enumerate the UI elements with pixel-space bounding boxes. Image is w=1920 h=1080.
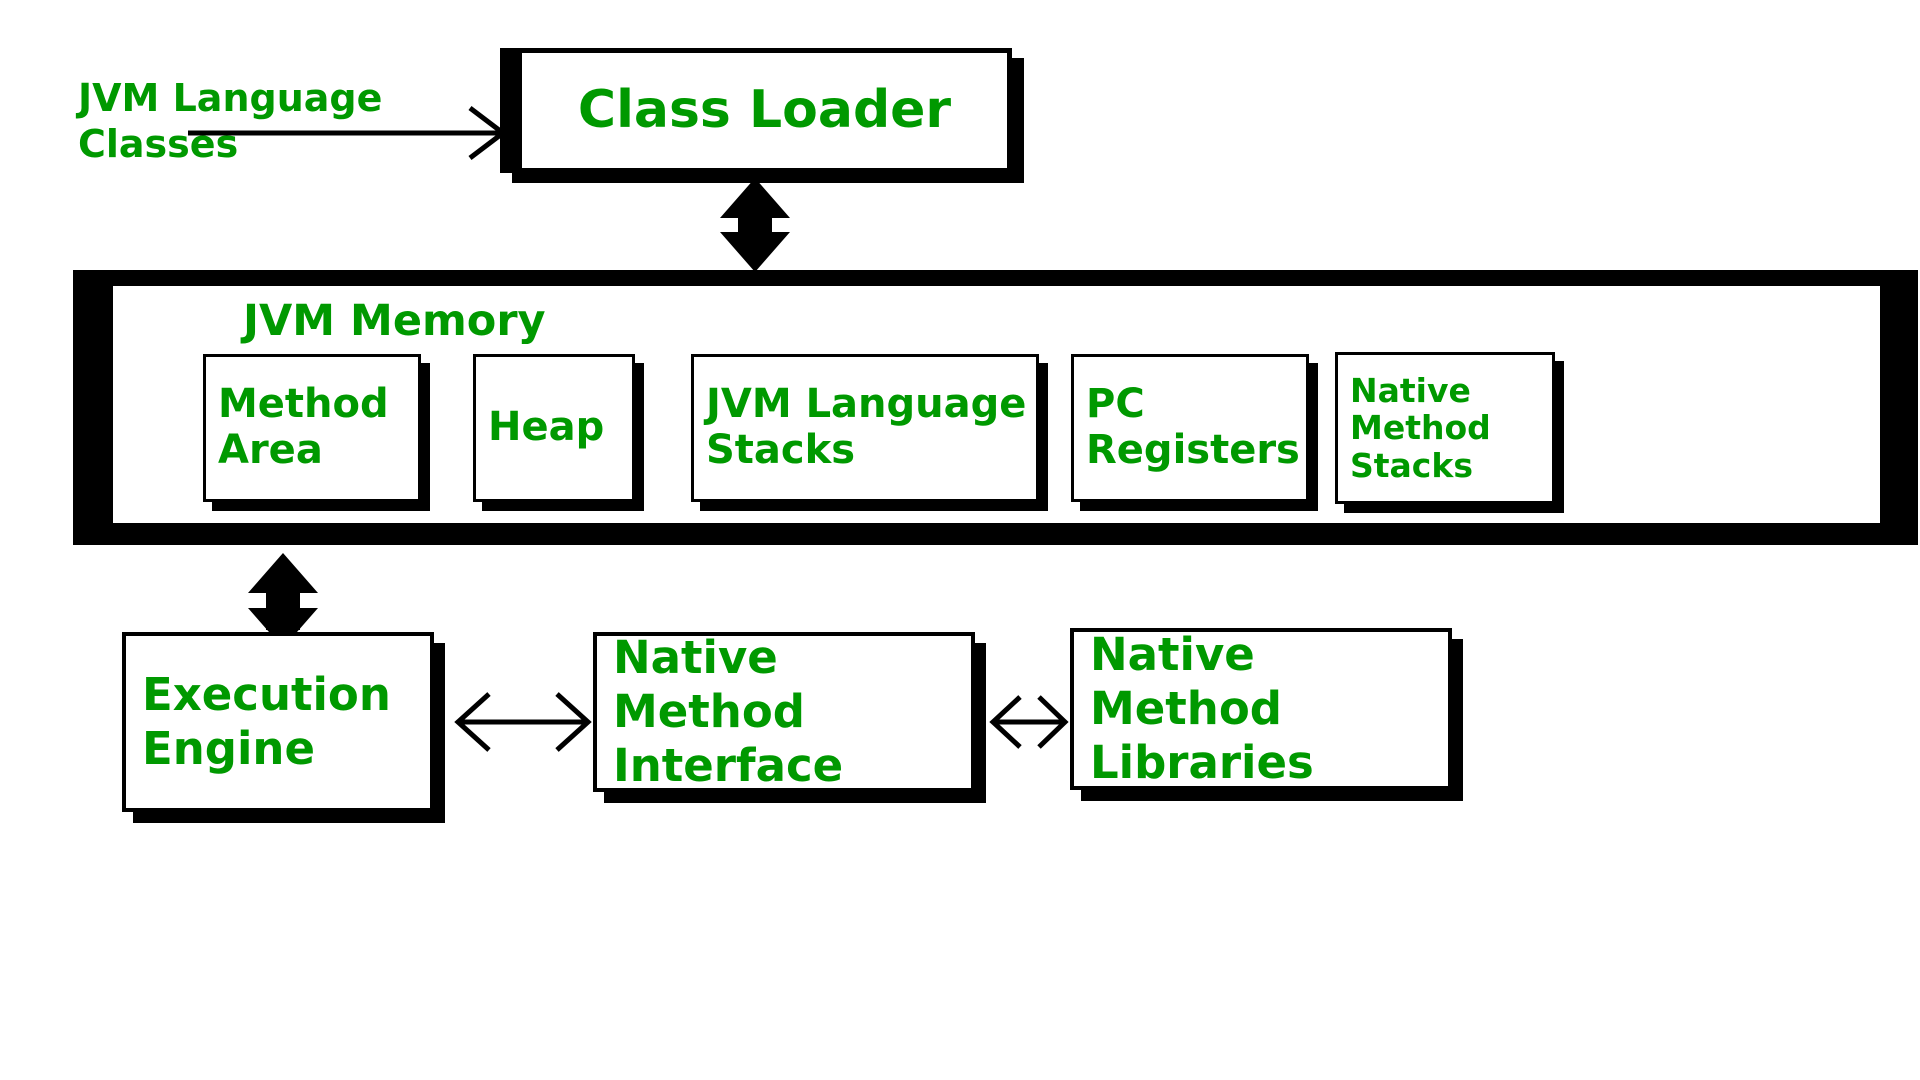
pc-registers-label: PC Registers — [1086, 381, 1300, 473]
jvm-memory-title: JVM Memory — [243, 296, 546, 346]
class-loader-box[interactable]: Class Loader — [500, 48, 1012, 173]
heap-label: Heap — [488, 404, 605, 451]
execution-engine-box[interactable]: Execution Engine — [122, 632, 434, 812]
jvm-memory-box[interactable]: JVM Memory Method Area Heap JVM Language… — [73, 270, 1918, 545]
native-method-interface-label: Native Method Interface — [613, 631, 844, 792]
method-area-label: Method Area — [218, 381, 389, 473]
jvm-language-stacks-label: JVM Language Stacks — [706, 381, 1027, 473]
native-method-interface-box[interactable]: Native Method Interface — [593, 631, 975, 792]
memory-region-heap[interactable]: Heap — [473, 354, 635, 502]
jvm-language-classes-label: JVM Language Classes — [78, 76, 383, 167]
connector-loader-to-memory — [720, 178, 790, 272]
connector-engine-to-interface — [454, 692, 592, 752]
memory-region-pc-registers[interactable]: PC Registers — [1071, 354, 1309, 502]
execution-engine-label: Execution Engine — [142, 668, 391, 775]
connector-interface-to-libraries — [989, 695, 1069, 749]
memory-region-method-area[interactable]: Method Area — [203, 354, 421, 502]
memory-region-jvm-language-stacks[interactable]: JVM Language Stacks — [691, 354, 1039, 502]
native-method-libraries-label: Native Method Libraries — [1090, 628, 1314, 789]
class-loader-label: Class Loader — [577, 80, 952, 141]
memory-region-native-method-stacks[interactable]: Native Method Stacks — [1335, 352, 1555, 504]
native-method-libraries-box[interactable]: Native Method Libraries — [1070, 628, 1452, 790]
native-method-stacks-label: Native Method Stacks — [1350, 370, 1491, 485]
